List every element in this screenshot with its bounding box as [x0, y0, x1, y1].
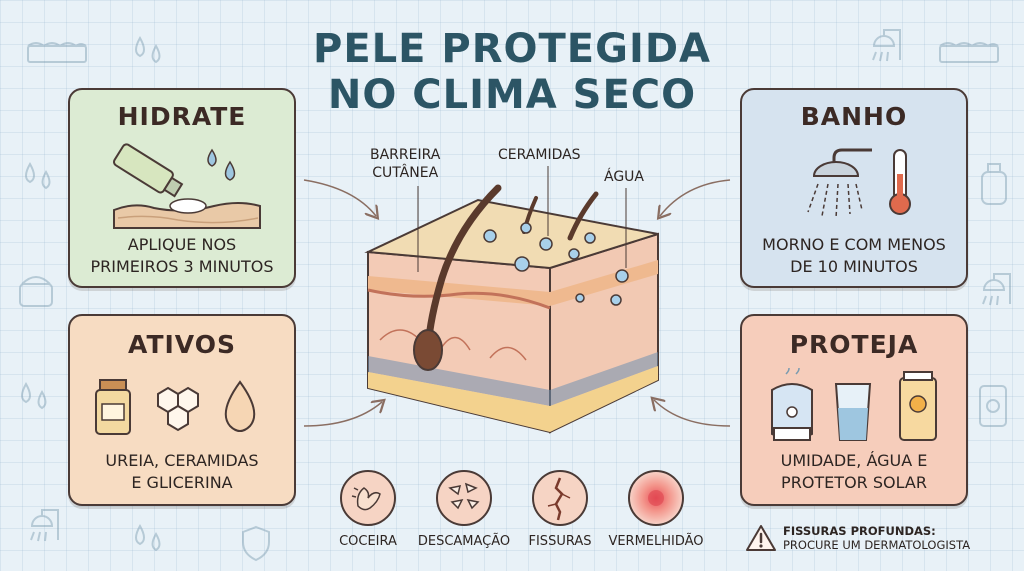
card-description-line-1: APLIQUE NOS [127, 235, 237, 254]
symptom-label: DESCAMAÇÃO [417, 534, 511, 549]
card-heading: ATIVOS [128, 330, 236, 359]
background-drops-icon [21, 381, 47, 410]
card-heading: HIDRATE [117, 102, 247, 131]
card-proteja: PROTEJA UMIDADE, ÁGUA E PROTETOR SOLAR [740, 314, 968, 506]
card-description: UMIDADE, ÁGUA E PROTETOR SOLAR [742, 450, 966, 494]
card-description-line-2: DE 10 MINUTOS [790, 257, 918, 276]
page-title: PELE PROTEGIDA NO CLIMA SECO [0, 26, 1024, 118]
symptom-label: FISSURAS [528, 534, 592, 549]
flakes-icon [448, 482, 480, 510]
warning-title: FISSURAS PROFUNDAS: [783, 524, 936, 538]
symptom-vermelhidao: VERMELHIDÃO [596, 470, 716, 549]
label-barreira-cutanea: BARREIRA CUTÂNEA [370, 146, 440, 182]
skin-cross-section-illustration [364, 184, 659, 434]
card-ativos: ATIVOS UREIA, CERAMIDAS E GLICERINA [68, 314, 296, 506]
card-description-line-2: PRIMEIROS 3 MINUTOS [90, 257, 274, 276]
symptom-coceira: COCEIRA [308, 470, 428, 549]
label-agua: ÁGUA [604, 169, 645, 185]
card-heading: PROTEJA [789, 330, 919, 359]
label-barreira-line-2: CUTÂNEA [372, 165, 439, 181]
humidifier-icon [771, 368, 937, 441]
itch-hand-icon [351, 487, 381, 511]
title-line-1: PELE PROTEGIDA [313, 26, 711, 72]
symptom-label: COCEIRA [339, 534, 397, 549]
card-description: APLIQUE NOS PRIMEIROS 3 MINUTOS [70, 234, 294, 278]
label-barreira-line-1: BARREIRA [370, 147, 441, 163]
card-banho: BANHO MORNO E COM MENOS DE 10 MINUTOS [740, 88, 968, 288]
background-jar-icon [19, 276, 53, 307]
background-drops-icon [135, 523, 161, 552]
warning-text: PROCURE UM DERMATOLOGISTA [783, 538, 971, 552]
background-shower-icon [982, 273, 1011, 306]
warning-triangle-icon [746, 525, 776, 551]
background-shower-icon [872, 29, 901, 62]
background-drops-icon [25, 161, 51, 190]
ingredients-icon [95, 379, 256, 435]
redness-icon [648, 490, 664, 506]
card-description-line-1: UREIA, CERAMIDAS [105, 451, 259, 470]
card-description-line-2: PROTETOR SOLAR [781, 473, 927, 492]
background-shower-icon [30, 509, 59, 542]
cream-tube-icon [113, 143, 261, 229]
card-description-line-2: E GLICERINA [131, 473, 233, 492]
crack-icon [547, 477, 571, 521]
card-description: MORNO E COM MENOS DE 10 MINUTOS [742, 234, 966, 278]
symptom-descamacao: DESCAMAÇÃO [404, 470, 524, 549]
background-skin-icon [939, 42, 999, 63]
symptom-label: VERMELHIDÃO [608, 534, 704, 549]
background-skin-icon [27, 42, 87, 63]
symptom-fissuras: FISSURAS [500, 470, 620, 549]
background-shield-icon [242, 525, 270, 562]
background-sunscreen-icon [979, 385, 1007, 427]
background-drops-icon [135, 35, 161, 64]
title-line-2: NO CLIMA SECO [327, 72, 697, 118]
card-description-line-1: UMIDADE, ÁGUA E [780, 451, 928, 470]
background-bottle-icon [981, 163, 1007, 205]
shower-icon [807, 148, 911, 219]
warning-note: FISSURAS PROFUNDAS: PROCURE UM DERMATOLO… [745, 522, 1015, 554]
card-hidrate: HIDRATE APLIQUE NOS PRIMEIROS 3 MINUTOS [68, 88, 296, 288]
card-description-line-1: MORNO E COM MENOS [762, 235, 946, 254]
card-description: UREIA, CERAMIDAS E GLICERINA [70, 450, 294, 494]
label-ceramidas: CERAMIDAS [498, 147, 581, 163]
card-heading: BANHO [800, 102, 908, 131]
